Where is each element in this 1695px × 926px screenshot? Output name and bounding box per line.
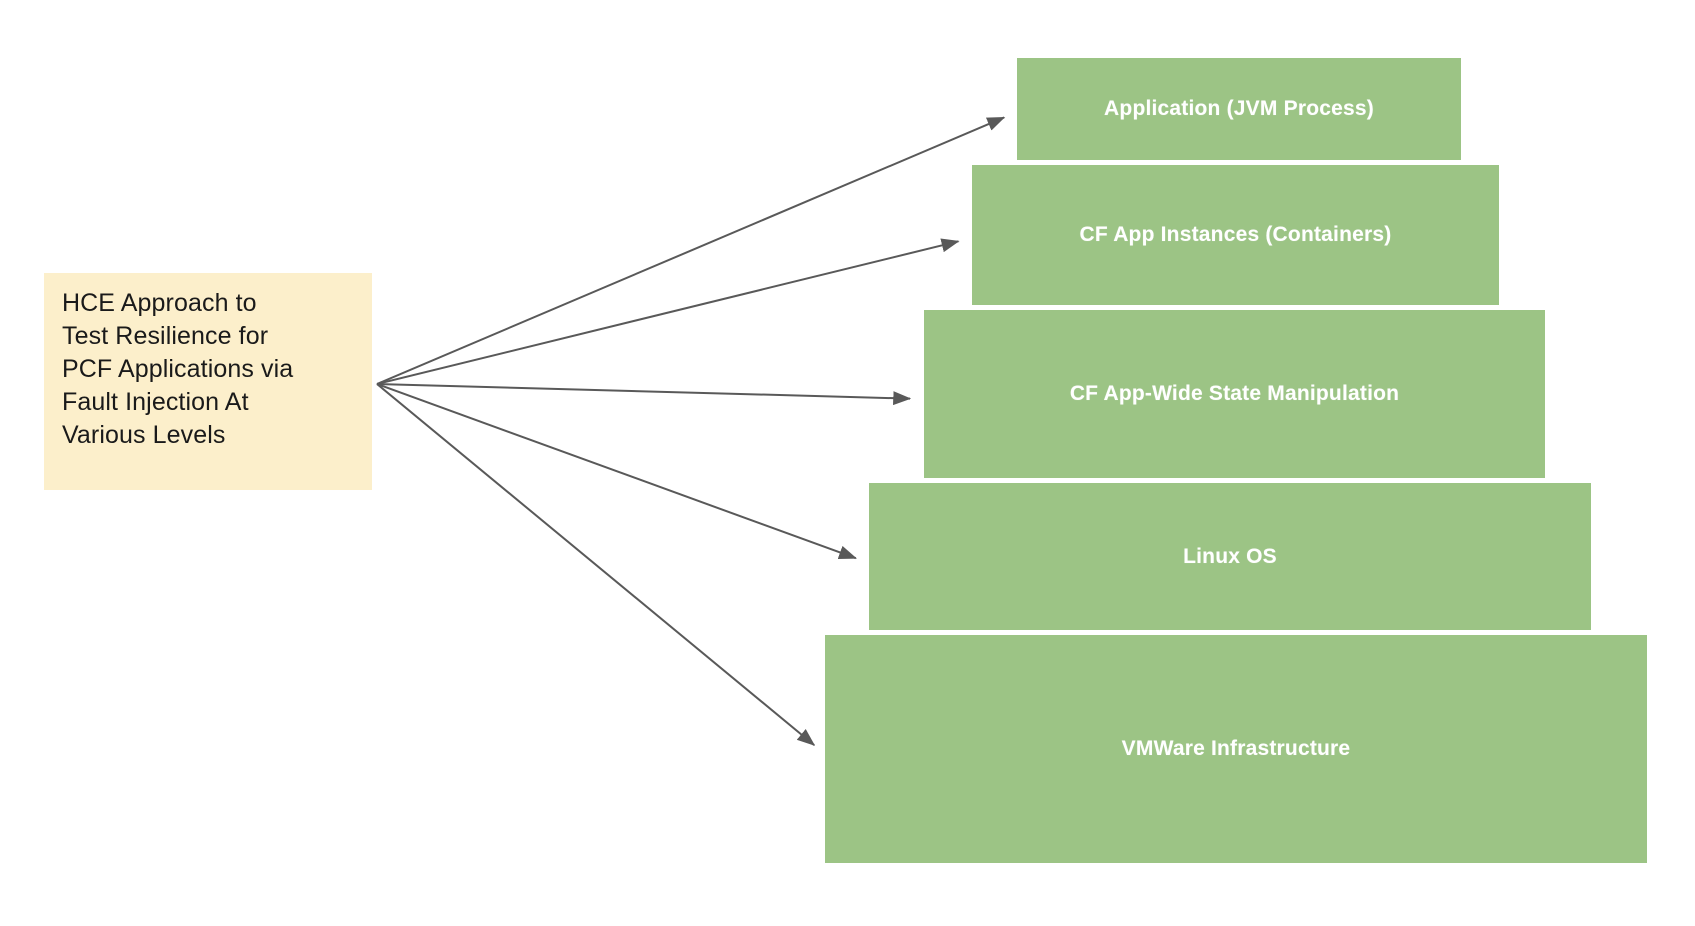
level-box-label: CF App Instances (Containers) <box>1079 223 1392 246</box>
level-box-label: VMWare Infrastructure <box>1121 737 1351 760</box>
arrow-to-cf-app-instances-containers <box>376 238 960 385</box>
arrow-to-linux-os <box>376 383 857 560</box>
level-box-label: Application (JVM Process) <box>1104 97 1374 120</box>
level-box-linux-os[interactable]: Linux OS <box>869 483 1591 630</box>
source-box-label: HCE Approach to Test Resilience for PCF … <box>62 289 294 449</box>
arrow-to-vmware-infrastructure <box>376 383 816 746</box>
level-box-cf-app-wide-state-manipulation[interactable]: CF App-Wide State Manipulation <box>924 310 1545 478</box>
level-box-application-jvm-process[interactable]: Application (JVM Process) <box>1017 58 1461 160</box>
arrow-to-application-jvm-process <box>376 116 1006 385</box>
arrow-to-cf-app-wide-state-manipulation <box>376 383 912 406</box>
level-box-vmware-infrastructure[interactable]: VMWare Infrastructure <box>825 635 1647 863</box>
level-box-label: Linux OS <box>1183 544 1277 568</box>
source-box[interactable]: HCE Approach to Test Resilience for PCF … <box>44 273 372 490</box>
level-box-label: CF App-Wide State Manipulation <box>1069 382 1400 405</box>
level-box-cf-app-instances-containers[interactable]: CF App Instances (Containers) <box>972 165 1499 305</box>
